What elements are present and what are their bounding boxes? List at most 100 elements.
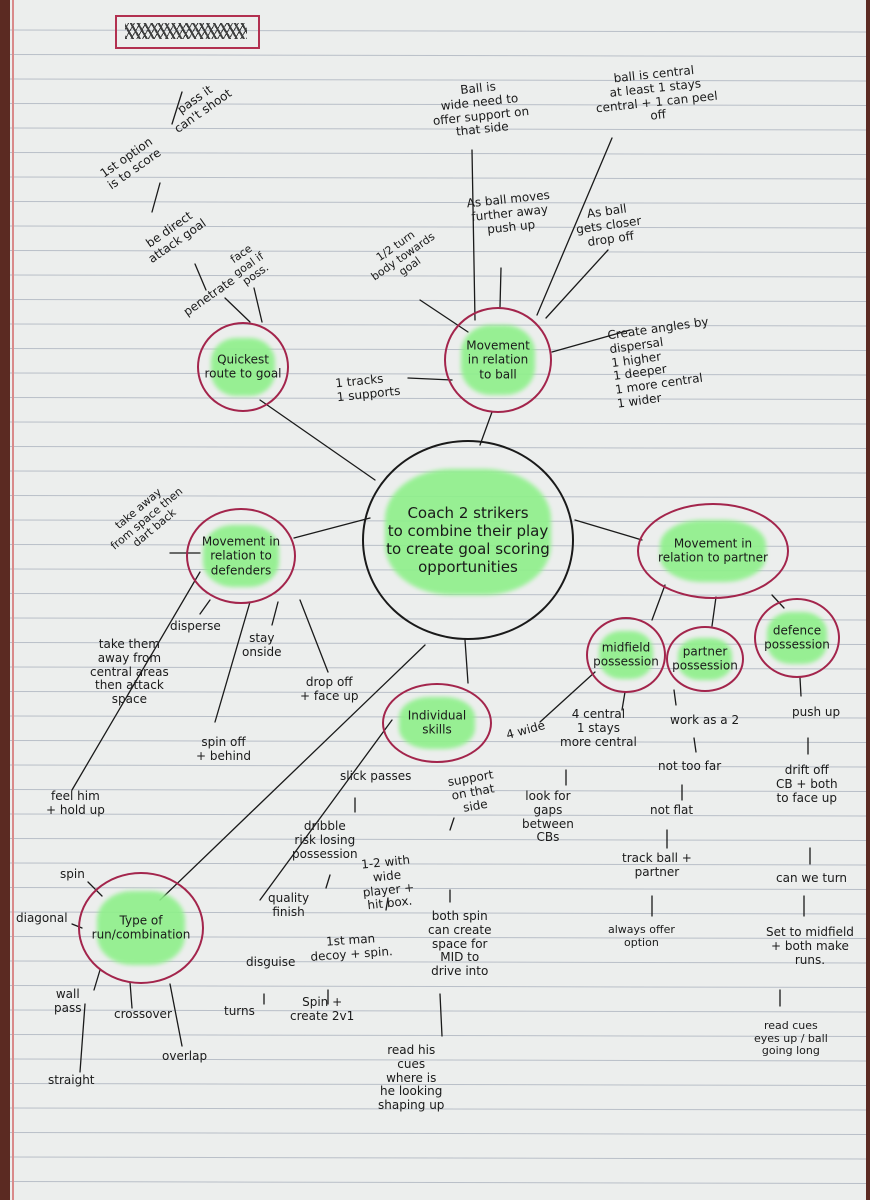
connector-line: [551, 329, 631, 353]
node-partner-possession: partner possession: [666, 626, 744, 692]
rule-line: [10, 348, 866, 351]
rule-line: [10, 1058, 866, 1062]
note-ball-moves-away: As ball moves further away push up: [465, 187, 551, 236]
note-ball-wide: Ball is wide need to offer support on th…: [432, 79, 530, 140]
connector-line: [799, 677, 802, 697]
connector-lines: [71, 91, 811, 1073]
note-diagonal: diagonal: [16, 911, 68, 925]
node-movement-ball: Movement in relation to ball: [444, 307, 552, 413]
note-spin: spin: [60, 867, 85, 881]
scribbled-out-title: [125, 23, 247, 39]
connector-line: [499, 267, 502, 308]
connector-line: [673, 689, 677, 706]
note-both-spin: both spin can create space for MID to dr…: [428, 909, 492, 979]
connector-line: [253, 287, 263, 323]
note-drift-off: drift off CB + both to face up: [776, 763, 838, 805]
node-movement-partner: Movement in relation to partner: [637, 503, 789, 599]
note-first-man-decoy: 1st man decoy + spin.: [310, 931, 394, 964]
notebook-page: Coach 2 strikers to combine their play t…: [10, 0, 866, 1200]
node-label: midfield possession: [593, 640, 659, 669]
rule-line: [10, 764, 866, 768]
node-type-of-run: Type of run/combination: [78, 872, 204, 984]
note-support-that-side: support on that side: [446, 767, 496, 815]
note-quality-finish: quality finish: [268, 891, 310, 919]
rule-line: [10, 1132, 866, 1135]
rule-line: [10, 176, 866, 180]
note-disguise: disguise: [246, 955, 296, 969]
node-label: Movement in relation to defenders: [201, 534, 281, 578]
connector-line: [574, 519, 643, 541]
rule-line: [10, 421, 866, 425]
note-spin-create: Spin + create 2v1: [290, 995, 355, 1023]
note-disperse: disperse: [170, 619, 221, 633]
rule-line: [10, 250, 866, 253]
node-quickest-route: Quickest route to goal: [197, 322, 289, 412]
connector-line: [169, 983, 183, 1047]
node-individual-skills: Individual skills: [382, 683, 492, 763]
connector-line: [129, 981, 133, 1009]
rule-line: [10, 985, 866, 988]
rule-line: [10, 323, 866, 327]
rule-line: [10, 1181, 866, 1184]
note-read-cues: read cues eyes up / ball going long: [754, 1019, 828, 1058]
connector-line: [171, 91, 183, 125]
connector-line: [93, 969, 101, 991]
node-label: Type of run/combination: [91, 913, 191, 942]
rule-line: [10, 225, 866, 229]
connector-line: [545, 249, 609, 319]
connector-line: [259, 399, 376, 481]
connector-line: [536, 137, 613, 316]
note-spin-off: spin off + behind: [196, 735, 252, 763]
connector-line: [293, 517, 371, 539]
note-four-central: 4 central 1 stays more central: [560, 707, 637, 749]
note-not-too-far: not too far: [658, 759, 722, 773]
note-always-offer: always offer option: [608, 923, 675, 949]
rule-line: [10, 1009, 866, 1013]
connector-line: [325, 874, 331, 889]
note-drop-off-face-up: drop off + face up: [300, 675, 359, 703]
rule-line: [10, 127, 866, 131]
note-overlap: overlap: [162, 1049, 208, 1063]
rule-line: [10, 1156, 866, 1160]
rule-line: [10, 274, 866, 278]
connector-line: [259, 719, 393, 901]
central-node: Coach 2 strikers to combine their play t…: [362, 440, 574, 640]
node-label: Movement in relation to ball: [466, 338, 530, 382]
node-label: Quickest route to goal: [204, 352, 282, 381]
rule-line: [10, 862, 866, 866]
connector-line: [151, 182, 161, 213]
note-look-for-gaps: look for gaps between CBs: [522, 789, 574, 845]
note-track-ball: track ball + partner: [622, 851, 692, 879]
connector-line: [407, 377, 453, 381]
node-label: Individual skills: [407, 708, 467, 737]
rule-line: [10, 372, 866, 376]
connector-line: [449, 817, 455, 831]
connector-line: [651, 584, 666, 621]
note-can-we-turn: can we turn: [776, 871, 848, 885]
note-read-his-cues: read his cues where is he looking shapin…: [378, 1043, 445, 1113]
rule-line: [10, 299, 866, 302]
connector-line: [471, 149, 476, 321]
rule-line: [10, 78, 866, 82]
connector-line: [194, 263, 207, 291]
rule-line: [10, 1034, 866, 1037]
rule-line: [10, 1083, 866, 1086]
rule-line: [10, 789, 866, 792]
connector-line: [271, 601, 279, 626]
node-defence-possession: defence possession: [754, 598, 840, 678]
node-movement-defenders: Movement in relation to defenders: [186, 508, 296, 604]
note-crossover: crossover: [114, 1007, 172, 1021]
note-push-up: push up: [792, 705, 841, 719]
note-work-as-2: work as a 2: [670, 713, 740, 727]
note-stay-onside: stay onside: [242, 631, 282, 659]
connector-line: [159, 644, 426, 901]
node-label: defence possession: [764, 623, 830, 652]
connector-line: [693, 737, 697, 753]
rule-line: [10, 152, 866, 155]
rule-line: [10, 1107, 866, 1111]
connector-line: [479, 411, 493, 446]
note-one-two: 1-2 with wide player + hit box.: [360, 852, 415, 913]
node-label: partner possession: [672, 644, 738, 673]
connector-line: [224, 297, 251, 323]
rule-line: [10, 813, 866, 817]
